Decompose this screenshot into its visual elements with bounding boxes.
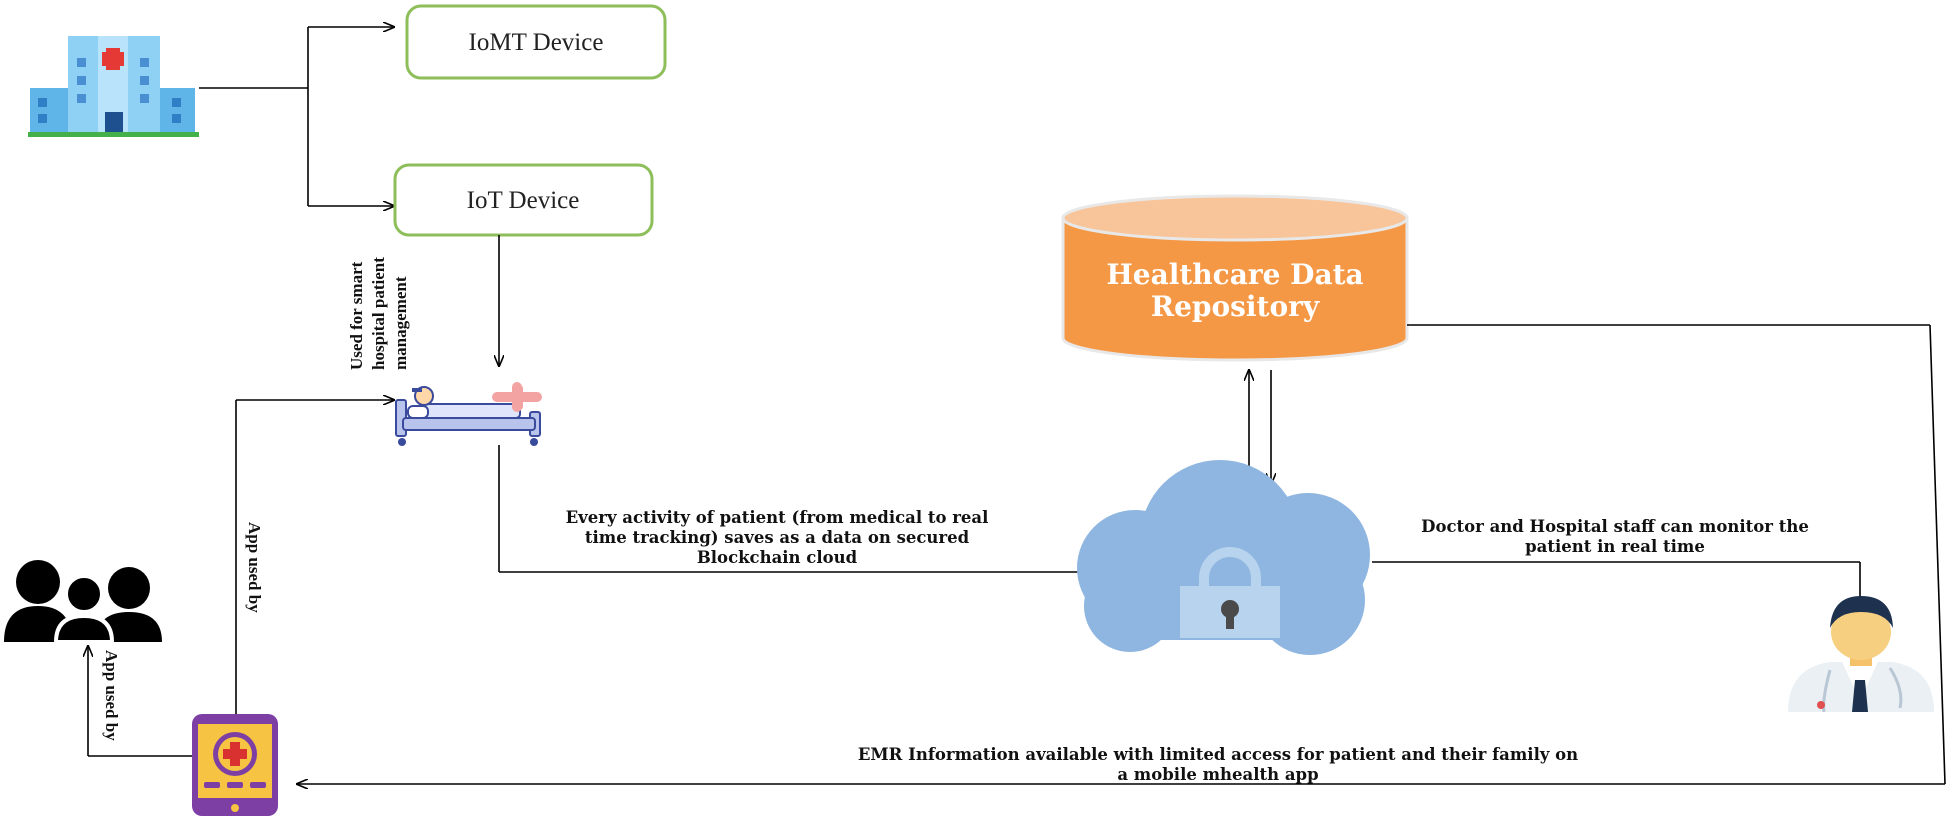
doctor-icon [1788,596,1934,713]
smart-hospital-line-1: Used for smart [347,261,366,370]
doctor-monitor-line-1: Doctor and Hospital staff can monitor th… [1421,517,1809,536]
app-used-by-label-top: App used by [245,522,264,613]
repository-label-line-2: Repository [1151,290,1320,323]
phone-to-bed-arrow [235,400,394,714]
emr-info-label: EMR Information available with limited a… [858,745,1578,784]
phone-to-family-arrow [88,646,192,757]
hospital-building-icon [28,36,199,137]
emr-info-line-2: a mobile mhealth app [1117,765,1318,784]
patient-activity-line-3: Blockchain cloud [697,548,858,567]
hospital-bed-icon [395,382,542,446]
healthcare-data-repository: Healthcare Data Repository [1061,194,1409,362]
doctor-monitor-line-2: patient in real time [1525,537,1705,556]
app-used-by-label-bottom: App used by [102,650,121,741]
patient-activity-line-2: time tracking) saves as a data on secure… [585,528,970,547]
iot-device-box: IoT Device [393,163,654,237]
cloud-lock-icon [1077,460,1370,655]
mhealth-phone-icon [192,714,278,816]
hospital-connectors [199,27,394,206]
iomt-device-label: IoMT Device [469,29,604,56]
smart-hospital-line-2: hospital patient [369,257,388,370]
family-group-icon [4,560,162,644]
cloud-to-doctor-arrow [1372,561,1860,622]
repository-label-line-1: Healthcare Data [1106,258,1363,291]
bed-to-cloud-arrow [498,445,1092,572]
doctor-monitor-label: Doctor and Hospital staff can monitor th… [1421,517,1809,556]
iomt-device-box: IoMT Device [405,4,667,80]
patient-activity-label: Every activity of patient (from medical … [566,508,989,567]
iot-device-label: IoT Device [467,187,580,214]
smart-hospital-line-3: management [391,276,410,370]
patient-activity-line-1: Every activity of patient (from medical … [566,508,989,527]
repository-to-phone-connector [297,324,1946,784]
smart-hospital-label: Used for smart hospital patient manageme… [347,257,410,370]
emr-info-line-1: EMR Information available with limited a… [858,745,1578,764]
